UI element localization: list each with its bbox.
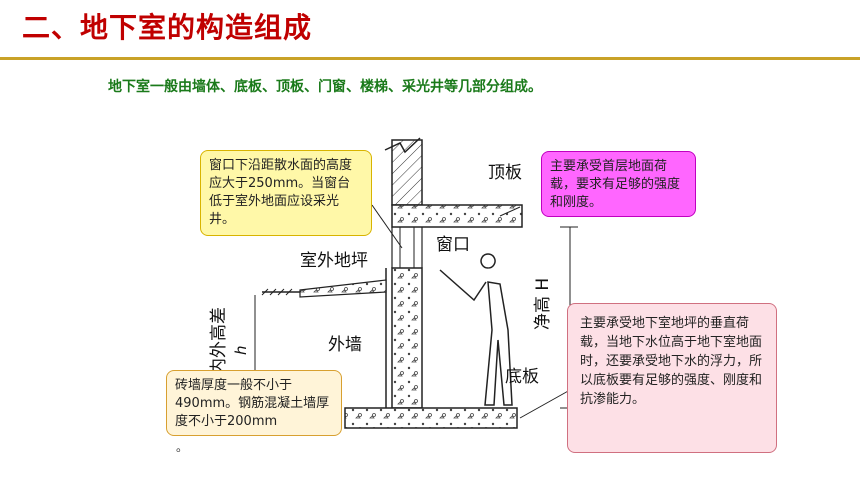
wall-note-tail: 。 [176, 440, 189, 454]
bottom-slab [344, 407, 518, 429]
break-line [384, 137, 421, 154]
title-divider [0, 57, 860, 60]
label-window: 窗口 [436, 235, 470, 255]
window-note-callout: 窗口下沿距散水面的高度应大于250mm。当窗台低于室外地面应设采光井。 [200, 150, 372, 236]
outdoor-ground [299, 279, 387, 298]
slide-subtitle: 地下室一般由墙体、底板、顶板、门窗、楼梯、采光井等几部分组成。 [108, 79, 542, 95]
wall-note-callout: 砖墙厚度一般不小于490mm。钢筋混凝土墙厚度不小于200mm [166, 370, 342, 436]
person-figure [439, 253, 513, 406]
exterior-wall [391, 267, 423, 409]
top-slab [391, 204, 523, 228]
basement-section-diagram: 顶板 窗口 室外地坪 外墙 底板 净高 H 内外高差 h [209, 137, 578, 429]
bottom-slab-note-callout: 主要承受地下室地坪的垂直荷载，当地下水位高于地下室地面时，还要承受地下水的浮力，… [567, 303, 777, 453]
label-h: h [232, 345, 250, 355]
label-exterior-wall: 外墙 [328, 335, 362, 355]
slide-title: 二、地下室的构造组成 [22, 11, 313, 44]
label-top-slab: 顶板 [488, 163, 522, 183]
label-bottom-slab: 底板 [505, 367, 539, 387]
label-height-diff: 内外高差 [209, 307, 229, 375]
label-clear-height: 净高 H [533, 278, 553, 330]
top-slab-note-callout: 主要承受首层地面荷载，要求有足够的强度和刚度。 [541, 151, 696, 217]
label-outdoor-floor: 室外地坪 [300, 251, 368, 271]
